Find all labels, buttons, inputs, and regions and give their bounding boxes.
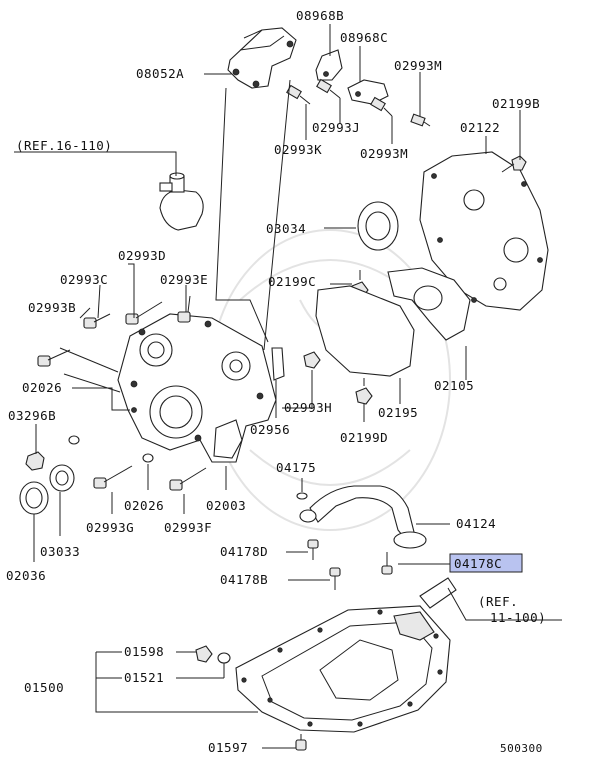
o-ring-04175 <box>296 492 308 500</box>
washer-02026-b <box>142 453 154 463</box>
cover-02105 <box>387 267 471 341</box>
label-02993C[interactable]: 02993C <box>60 272 108 287</box>
label-02199B[interactable]: 02199B <box>492 96 540 111</box>
part-labels: 08968B 08968C 08052A 02993M 02993J 02993… <box>6 8 546 755</box>
label-02993E[interactable]: 02993E <box>160 272 208 287</box>
bolt-01597 <box>295 734 307 751</box>
bolt-02993F <box>169 467 207 491</box>
bolt-02993K <box>286 84 311 105</box>
bracket-08968C <box>347 79 389 105</box>
bracket-02956 <box>271 347 285 381</box>
label-02993M-b[interactable]: 02993M <box>360 146 408 161</box>
label-04124[interactable]: 04124 <box>456 516 496 531</box>
gasket-01521 <box>217 652 231 664</box>
washer-02026-a <box>68 435 80 445</box>
label-02199C[interactable]: 02199C <box>268 274 316 289</box>
bolt-02993M-a <box>410 113 431 127</box>
label-08052A[interactable]: 08052A <box>136 66 184 81</box>
bolt-02199B <box>501 155 527 173</box>
bolt-02993E <box>177 295 191 323</box>
dipstick-guide <box>419 577 457 609</box>
label-ref-11-100-b[interactable]: 11-100) <box>490 610 546 625</box>
label-01500[interactable]: 01500 <box>24 680 64 695</box>
label-02993J[interactable]: 02993J <box>312 120 360 135</box>
label-02036[interactable]: 02036 <box>6 568 46 583</box>
label-01597[interactable]: 01597 <box>208 740 248 755</box>
label-02993H[interactable]: 02993H <box>284 400 332 415</box>
label-02993F[interactable]: 02993F <box>164 520 212 535</box>
label-04175[interactable]: 04175 <box>276 460 316 475</box>
oil-pan-01500 <box>235 605 451 733</box>
plate-02122 <box>419 151 549 311</box>
bolt-02199D <box>355 378 373 405</box>
label-01521[interactable]: 01521 <box>124 670 164 685</box>
label-03033[interactable]: 03033 <box>40 544 80 559</box>
bolt-02993C <box>83 313 111 329</box>
label-08968C[interactable]: 08968C <box>340 30 388 45</box>
bolt-02993G <box>93 465 133 489</box>
label-04178C[interactable]: 04178C <box>454 556 502 571</box>
gasket-02195 <box>315 285 415 377</box>
timing-case-02003 <box>117 313 277 463</box>
label-02993K[interactable]: 02993K <box>274 142 322 157</box>
label-03034[interactable]: 03034 <box>266 221 306 236</box>
bolt-02993M-b <box>370 96 393 117</box>
bolt-04178B <box>329 567 341 590</box>
label-04178B[interactable]: 04178B <box>220 572 268 587</box>
label-02105[interactable]: 02105 <box>434 378 474 393</box>
leader-lines <box>14 24 562 749</box>
nut-03296B <box>25 451 45 471</box>
bolt-02993H <box>303 351 321 392</box>
label-02026-a[interactable]: 02026 <box>22 380 62 395</box>
bolt-04178C <box>381 552 393 575</box>
highlight-04178C <box>449 553 523 573</box>
label-02122[interactable]: 02122 <box>460 120 500 135</box>
label-02026-b[interactable]: 02026 <box>124 498 164 513</box>
label-04178D[interactable]: 04178D <box>220 544 268 559</box>
strainer-04124 <box>299 485 427 549</box>
label-02199D[interactable]: 02199D <box>340 430 388 445</box>
bolt-02993D <box>125 301 163 325</box>
bolt-02993J <box>316 78 341 99</box>
diagram-code: 500300 <box>500 742 543 755</box>
label-02195[interactable]: 02195 <box>378 405 418 420</box>
bracket-08968B <box>315 49 343 81</box>
label-02993G[interactable]: 02993G <box>86 520 134 535</box>
label-02993B[interactable]: 02993B <box>28 300 76 315</box>
seal-02036 <box>19 481 49 515</box>
label-08968B[interactable]: 08968B <box>296 8 344 23</box>
label-02956[interactable]: 02956 <box>250 422 290 437</box>
label-02993M-a[interactable]: 02993M <box>394 58 442 73</box>
drain-plug-01598 <box>195 645 213 663</box>
label-02993D[interactable]: 02993D <box>118 248 166 263</box>
bolt-04178D <box>307 539 319 560</box>
seal-03033 <box>49 464 75 492</box>
bolt-02993B <box>37 349 71 367</box>
bracket-08052A <box>227 27 297 89</box>
oil-seal-03034 <box>357 201 399 251</box>
water-outlet <box>159 172 204 231</box>
label-01598[interactable]: 01598 <box>124 644 164 659</box>
label-02003[interactable]: 02003 <box>206 498 246 513</box>
label-ref-16-110[interactable]: (REF.16-110) <box>16 138 112 153</box>
label-ref-11-100-a[interactable]: (REF. <box>478 594 518 609</box>
label-03296B[interactable]: 03296B <box>8 408 56 423</box>
